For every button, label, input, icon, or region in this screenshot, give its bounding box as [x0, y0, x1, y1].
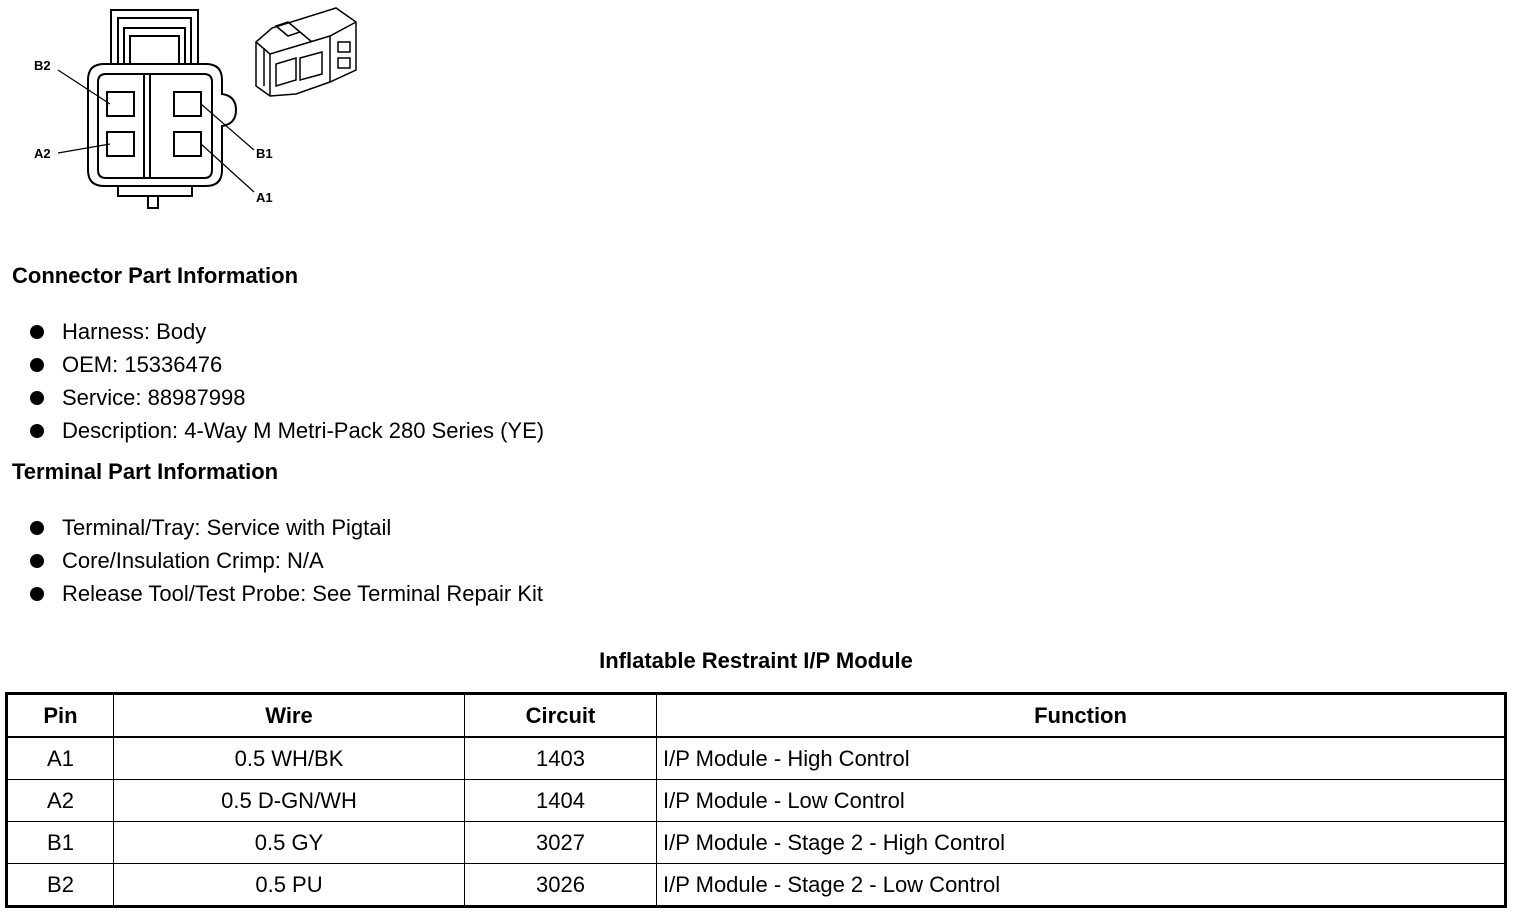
- connector-3d-illustration: [255, 7, 357, 97]
- cell-wire: 0.5 D-GN/WH: [113, 779, 465, 822]
- cell-pin: A1: [6, 736, 114, 780]
- cavity-a2: [106, 131, 135, 157]
- pin-label-a2: A2: [34, 146, 51, 161]
- cell-pin: B2: [6, 863, 114, 907]
- cavity-b1: [173, 91, 202, 117]
- pin-label-b2: B2: [34, 58, 51, 73]
- list-item: Description: 4-Way M Metri-Pack 280 Seri…: [30, 414, 544, 447]
- cell-function: I/P Module - Stage 2 - High Control: [656, 821, 1506, 864]
- cavity-a1: [173, 131, 202, 157]
- latch-outer: [110, 9, 199, 64]
- cell-circuit: 1403: [464, 736, 657, 780]
- pin-label-a1: A1: [256, 190, 273, 205]
- terminal-part-list: Terminal/Tray: Service with Pigtail Core…: [30, 511, 543, 610]
- header-pin: Pin: [6, 693, 114, 738]
- connector-part-heading: Connector Part Information: [12, 263, 299, 288]
- connector-housing: [87, 63, 238, 187]
- connector-diagram: B2 A2 B1 A1: [34, 7, 357, 209]
- table-row: A1 0.5 WH/BK 1403 I/P Module - High Cont…: [6, 736, 1506, 780]
- table-row: A2 0.5 D-GN/WH 1404 I/P Module - Low Con…: [6, 779, 1506, 822]
- list-item: Terminal/Tray: Service with Pigtail: [30, 511, 543, 544]
- cell-circuit: 1404: [464, 779, 657, 822]
- cell-wire: 0.5 WH/BK: [113, 736, 465, 780]
- table-header-row: Pin Wire Circuit Function: [6, 693, 1506, 738]
- list-item: Service: 88987998: [30, 381, 544, 414]
- cell-pin: A2: [6, 779, 114, 822]
- list-item: OEM: 15336476: [30, 348, 544, 381]
- cell-wire: 0.5 PU: [113, 863, 465, 907]
- pin-table: Pin Wire Circuit Function A1 0.5 WH/BK 1…: [5, 692, 1507, 908]
- cell-wire: 0.5 GY: [113, 821, 465, 864]
- list-item: Core/Insulation Crimp: N/A: [30, 544, 543, 577]
- list-item: Release Tool/Test Probe: See Terminal Re…: [30, 577, 543, 610]
- connector-part-list: Harness: Body OEM: 15336476 Service: 889…: [30, 315, 544, 447]
- header-function: Function: [656, 693, 1506, 738]
- table-title: Inflatable Restraint I/P Module: [599, 648, 913, 673]
- cavity-b2: [106, 91, 135, 117]
- cell-function: I/P Module - High Control: [656, 736, 1506, 780]
- cell-function: I/P Module - Stage 2 - Low Control: [656, 863, 1506, 907]
- cell-circuit: 3026: [464, 863, 657, 907]
- header-circuit: Circuit: [464, 693, 657, 738]
- header-wire: Wire: [113, 693, 465, 738]
- pin-label-b1: B1: [256, 146, 273, 161]
- cell-pin: B1: [6, 821, 114, 864]
- cell-function: I/P Module - Low Control: [656, 779, 1506, 822]
- table-row: B1 0.5 GY 3027 I/P Module - Stage 2 - Hi…: [6, 821, 1506, 864]
- terminal-part-heading: Terminal Part Information: [12, 459, 279, 484]
- table-row: B2 0.5 PU 3026 I/P Module - Stage 2 - Lo…: [6, 863, 1506, 907]
- list-item: Harness: Body: [30, 315, 544, 348]
- cell-circuit: 3027: [464, 821, 657, 864]
